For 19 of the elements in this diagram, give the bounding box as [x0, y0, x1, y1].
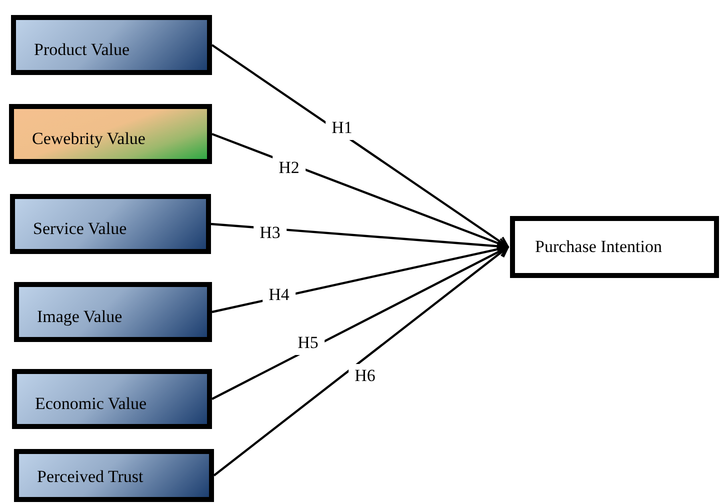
outcome-box [510, 216, 719, 278]
construct-box [12, 369, 212, 429]
node-label: Service Value [33, 219, 127, 239]
node-label: Perceived Trust [37, 467, 144, 487]
construct-box [11, 15, 212, 75]
arrow [210, 222, 509, 252]
node-label: Purchase Intention [535, 237, 662, 257]
node-label: Cewebrity Value [32, 129, 146, 149]
arrow [212, 246, 509, 400]
arrow [211, 44, 509, 248]
construct-box [10, 194, 211, 254]
node-label: Product Value [34, 40, 130, 60]
node-label: Economic Value [35, 394, 147, 414]
construct-box [14, 282, 212, 342]
arrow [213, 246, 509, 476]
construct-box [14, 449, 214, 502]
construct-box [9, 104, 212, 164]
node-label: Image Value [37, 307, 122, 327]
arrow [212, 243, 509, 314]
